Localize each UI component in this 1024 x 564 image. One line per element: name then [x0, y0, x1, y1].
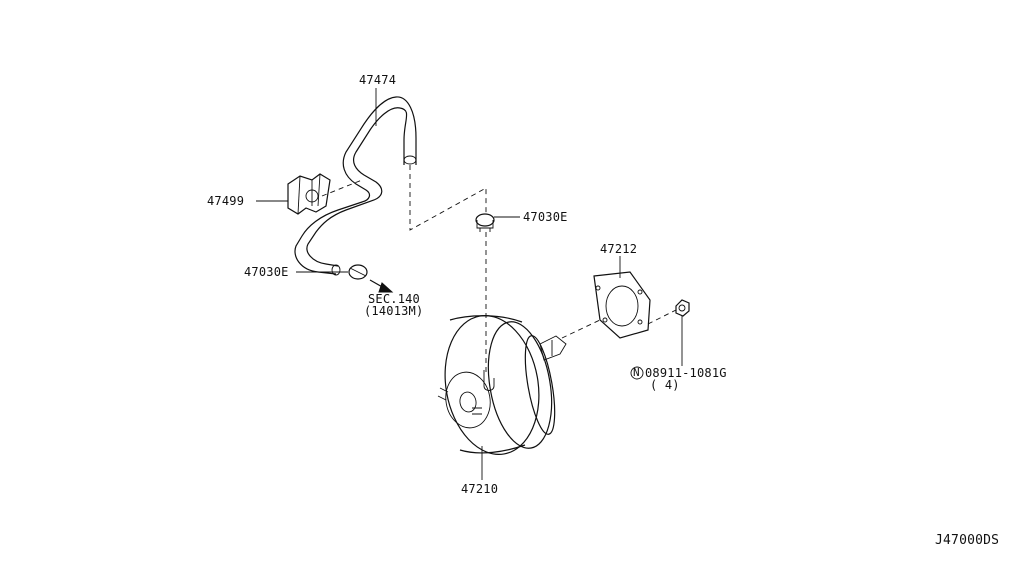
label-nut-marker: N: [633, 366, 640, 379]
label-section-sub: (14013M): [364, 304, 424, 318]
clip-lower: [348, 264, 368, 280]
label-clip-lower: 47030E: [244, 265, 289, 279]
dash-hose-clip: [409, 165, 487, 231]
brake-booster: [437, 315, 567, 455]
label-section-ref: SEC.140: [368, 292, 420, 306]
label-nut-code: 08911-1081G: [645, 366, 727, 380]
clip-upper: [475, 213, 495, 232]
gasket: [593, 271, 651, 339]
dash-clamp-hose: [321, 179, 363, 197]
clamp-block: [287, 173, 331, 215]
vacuum-hose: [294, 96, 417, 276]
dash-booster-gasket: [561, 319, 601, 339]
label-hose: 47474: [359, 73, 397, 87]
label-nut-qty: ( 4): [650, 378, 680, 392]
label-booster: 47210: [461, 482, 499, 496]
nut: [675, 299, 690, 317]
nut-marker-circle: [630, 366, 644, 380]
label-clip-upper: 47030E: [523, 210, 568, 224]
section-arrow: [369, 279, 394, 293]
dash-gasket-nut: [647, 309, 677, 325]
diagram-id: J47000DS: [935, 533, 1000, 548]
label-gasket: 47212: [600, 242, 638, 256]
label-clamp-block: 47499: [207, 194, 245, 208]
